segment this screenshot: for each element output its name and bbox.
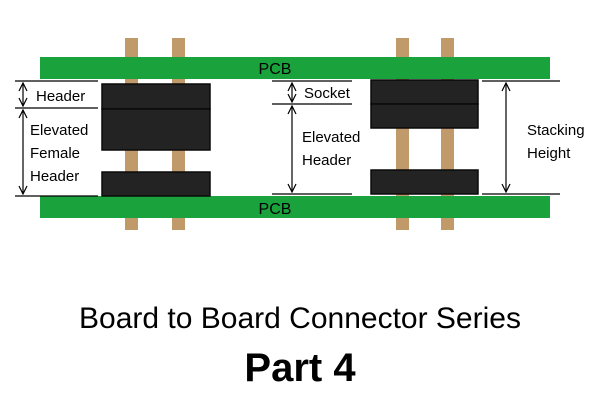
pcb-bottom-label: PCB [259, 201, 292, 218]
label-socket: Socket [304, 85, 351, 102]
left-header-block [101, 83, 211, 110]
left-dimension-lines [15, 80, 98, 197]
left-bottom-block [101, 171, 211, 197]
label-stacking-height-1: Stacking [527, 122, 585, 139]
label-elevated-header-1: Elevated [302, 129, 360, 146]
label-elevated-female-header-1: Elevated [30, 122, 88, 139]
pcb-top-label: PCB [259, 61, 292, 78]
label-elevated-header-2: Header [302, 152, 351, 169]
right-dimension-lines [482, 80, 560, 195]
right-elevated-header-block [370, 169, 479, 195]
caption-title: Board to Board Connector Series [79, 302, 521, 335]
label-elevated-female-header-3: Header [30, 168, 79, 185]
label-header: Header [36, 88, 85, 105]
label-stacking-height-2: Height [527, 145, 571, 162]
left-elevated-female-header-block [101, 108, 211, 151]
middle-dimension-lines [272, 80, 352, 195]
label-elevated-female-header-2: Female [30, 145, 80, 162]
caption-part: Part 4 [244, 346, 356, 390]
right-upper-block [370, 103, 479, 129]
pcb-top [40, 57, 550, 79]
right-socket-block [370, 79, 479, 105]
pcb-bottom [40, 196, 550, 218]
connector-diagram: PCB PCB Header Elevated Female Header So… [15, 38, 585, 230]
